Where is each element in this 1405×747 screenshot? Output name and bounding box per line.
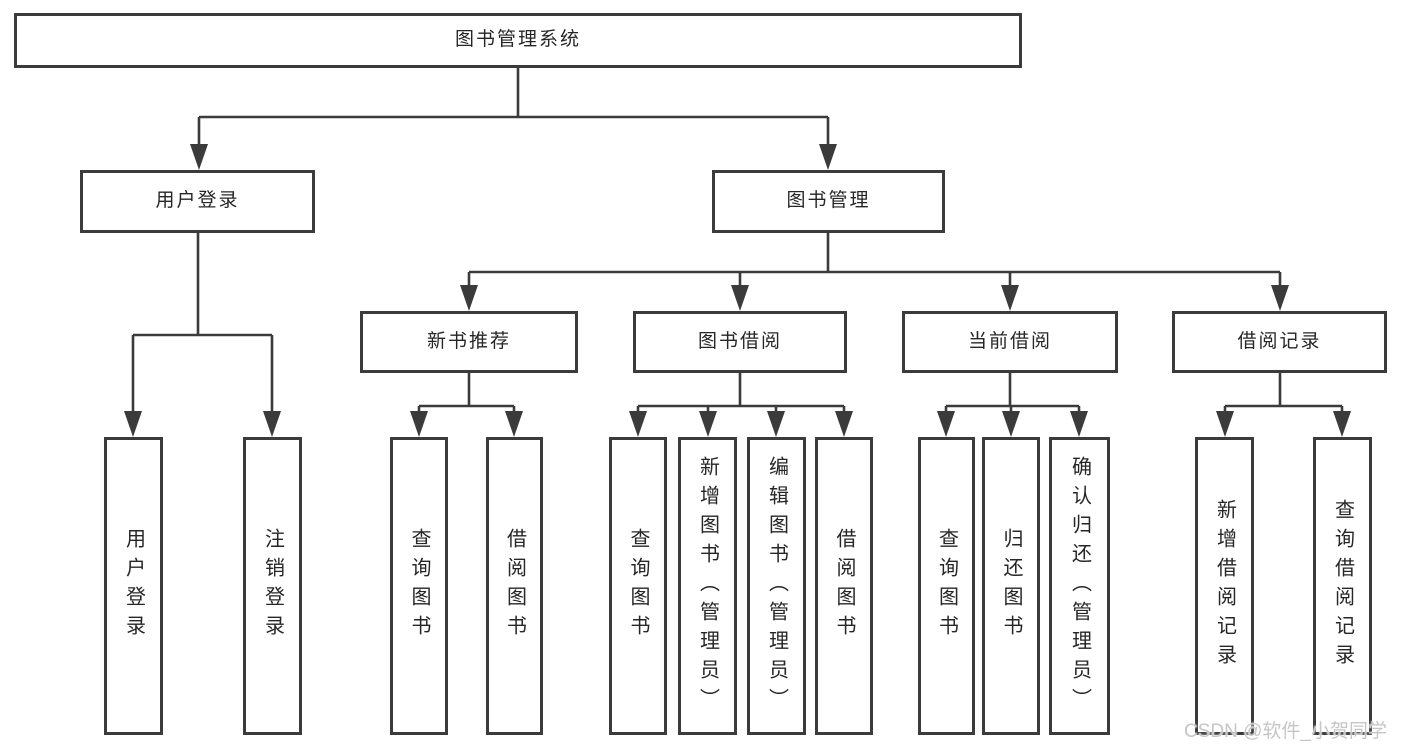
arrow-down-icon [505,411,523,437]
node-borrow-record-label: 借阅记录 [1237,330,1322,352]
node-leaf-query-record: 查询借阅记录 [1313,437,1372,735]
node-current-borrow-label: 当前借阅 [967,330,1052,352]
node-user-login: 用户登录 [80,170,315,233]
arrow-down-icon [1001,285,1019,311]
node-leaf-add-book: 新增图书（管理员） [678,437,737,735]
arrow-down-icon [767,411,785,437]
node-user-login-label: 用户登录 [155,190,240,212]
node-root-label: 图书管理系统 [454,29,581,51]
arrow-down-icon [819,144,837,170]
node-leaf-query-book-2: 查询图书 [609,437,667,735]
node-book-borrow: 图书借阅 [633,311,847,373]
node-leaf-return-book: 归还图书 [982,437,1040,735]
node-leaf-query-book-1: 查询图书 [390,437,448,735]
node-book-borrow-label: 图书借阅 [697,330,782,352]
arrow-down-icon [1271,285,1289,311]
arrow-down-icon [629,411,647,437]
arrow-down-icon [124,411,142,437]
node-leaf-borrow-book-1: 借阅图书 [486,437,543,735]
arrow-down-icon [937,411,955,437]
arrow-down-icon [1002,411,1020,437]
arrowhead-icons [124,144,1351,437]
node-leaf-borrow-book-2-label: 借阅图书 [833,528,855,644]
node-leaf-user-login: 用户登录 [104,437,163,735]
edges-user-login-to-leaves [131,233,274,415]
edges-current-borrow-to-leaves [944,373,1081,415]
node-leaf-query-book-3-label: 查询图书 [935,528,958,644]
node-book-mgmt: 图书管理 [712,170,945,233]
edges-book-borrow-to-leaves [636,373,846,415]
arrow-down-icon [263,411,281,437]
arrow-down-icon [731,285,749,311]
arrow-down-icon [460,285,478,311]
edges-book-mgmt-to-level3 [467,233,1282,289]
node-leaf-add-record-label: 新增借阅记录 [1213,499,1236,673]
node-root: 图书管理系统 [14,13,1022,68]
node-leaf-add-record: 新增借阅记录 [1195,437,1254,735]
node-leaf-borrow-book-1-label: 借阅图书 [503,528,526,644]
node-leaf-return-book-label: 归还图书 [1000,528,1022,644]
node-current-borrow: 当前借阅 [902,311,1118,373]
csdn-watermark: CSDN @软件_小贺同学 [1184,721,1387,742]
arrow-down-icon [835,411,853,437]
edges-new-book-rec-to-leaves [417,373,516,415]
node-leaf-confirm-return: 确认归还（管理员） [1049,437,1110,735]
arrow-down-icon [1333,411,1351,437]
edges-root-to-level2 [197,68,830,148]
node-leaf-query-book-2-label: 查询图书 [627,528,649,644]
node-new-book-rec: 新书推荐 [360,311,578,373]
node-leaf-query-book-1-label: 查询图书 [408,528,430,644]
node-leaf-query-record-label: 查询借阅记录 [1331,499,1354,673]
arrow-down-icon [1216,411,1234,437]
node-new-book-rec-label: 新书推荐 [426,330,511,352]
arrow-down-icon [699,411,717,437]
arrow-down-icon [190,144,208,170]
node-leaf-edit-book-label: 编辑图书（管理员） [765,455,788,717]
node-book-mgmt-label: 图书管理 [786,190,871,212]
node-leaf-user-login-label: 用户登录 [122,528,145,644]
arrow-down-icon [1070,411,1088,437]
edges-borrow-record-to-leaves [1223,373,1344,415]
node-leaf-confirm-return-label: 确认归还（管理员） [1068,455,1091,717]
node-leaf-add-book-label: 新增图书（管理员） [696,455,719,717]
node-leaf-edit-book: 编辑图书（管理员） [747,437,806,735]
node-leaf-query-book-3: 查询图书 [918,437,975,735]
node-leaf-borrow-book-2: 借阅图书 [815,437,873,735]
node-leaf-logout-label: 注销登录 [261,528,284,644]
node-leaf-logout: 注销登录 [243,437,302,735]
arrow-down-icon [410,411,428,437]
node-borrow-record: 借阅记录 [1172,311,1387,373]
